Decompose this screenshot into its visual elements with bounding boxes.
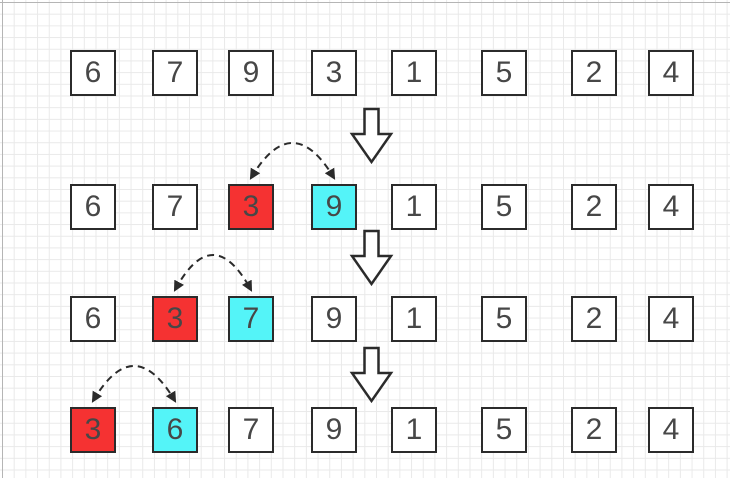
array-box-swap-target[interactable]: 7 (228, 296, 274, 342)
array-box[interactable]: 9 (311, 296, 357, 342)
array-box-value: 1 (405, 413, 423, 446)
array-box-value: 9 (242, 56, 260, 89)
array-box-value: 3 (84, 413, 102, 446)
array-box[interactable]: 5 (481, 50, 527, 96)
array-box[interactable]: 4 (648, 296, 694, 342)
array-box-value: 4 (662, 413, 680, 446)
array-box-swap-source[interactable]: 3 (70, 407, 116, 453)
array-box[interactable]: 2 (571, 184, 617, 230)
array-box-value: 9 (325, 413, 343, 446)
down-block-arrow-icon[interactable] (349, 107, 394, 165)
array-box[interactable]: 1 (391, 296, 437, 342)
array-box[interactable]: 7 (152, 50, 198, 96)
array-box[interactable]: 9 (228, 50, 274, 96)
array-box[interactable]: 6 (70, 296, 116, 342)
array-box[interactable]: 4 (648, 50, 694, 96)
array-box-value: 2 (585, 413, 603, 446)
swap-arc-double-arrow-icon[interactable] (249, 142, 336, 180)
array-box-value: 6 (166, 413, 184, 446)
canvas-page-edge-left (2, 0, 3, 478)
array-box-value: 7 (242, 413, 260, 446)
array-box-swap-source[interactable]: 3 (152, 296, 198, 342)
array-box[interactable]: 6 (70, 50, 116, 96)
array-box-value: 5 (495, 413, 513, 446)
array-box-value: 3 (242, 190, 260, 223)
array-box-value: 2 (585, 56, 603, 89)
array-box-value: 9 (325, 302, 343, 335)
array-box-value: 6 (84, 56, 102, 89)
array-box[interactable]: 2 (571, 407, 617, 453)
array-box-value: 7 (242, 302, 260, 335)
array-box[interactable]: 5 (481, 184, 527, 230)
down-block-arrow-icon[interactable] (349, 229, 394, 287)
array-box[interactable]: 6 (70, 184, 116, 230)
array-box-value: 4 (662, 56, 680, 89)
array-box-value: 7 (166, 190, 184, 223)
array-box[interactable]: 4 (648, 184, 694, 230)
array-box-value: 6 (84, 302, 102, 335)
array-box[interactable]: 5 (481, 296, 527, 342)
down-block-arrow-icon[interactable] (349, 346, 394, 404)
array-box-swap-source[interactable]: 3 (228, 184, 274, 230)
array-box[interactable]: 7 (152, 184, 198, 230)
array-box-swap-target[interactable]: 9 (311, 184, 357, 230)
array-box[interactable]: 4 (648, 407, 694, 453)
array-box[interactable]: 3 (311, 50, 357, 96)
array-box-value: 6 (84, 190, 102, 223)
array-box-value: 2 (585, 302, 603, 335)
array-box[interactable]: 1 (391, 184, 437, 230)
array-box[interactable]: 9 (311, 407, 357, 453)
array-box-value: 3 (166, 302, 184, 335)
array-box-value: 7 (166, 56, 184, 89)
array-box-value: 5 (495, 302, 513, 335)
array-box[interactable]: 7 (228, 407, 274, 453)
array-box-value: 9 (325, 190, 343, 223)
array-box-value: 1 (405, 190, 423, 223)
swap-arc-double-arrow-icon[interactable] (91, 365, 177, 403)
swap-arc-double-arrow-icon[interactable] (173, 254, 253, 292)
array-box-value: 4 (662, 302, 680, 335)
array-box-swap-target[interactable]: 6 (152, 407, 198, 453)
array-box[interactable]: 1 (391, 50, 437, 96)
array-box-value: 3 (325, 56, 343, 89)
canvas-page-edge-top (0, 2, 730, 3)
array-box-value: 1 (405, 56, 423, 89)
array-box-value: 2 (585, 190, 603, 223)
array-box[interactable]: 5 (481, 407, 527, 453)
array-box-value: 5 (495, 190, 513, 223)
array-box[interactable]: 1 (391, 407, 437, 453)
array-box-value: 1 (405, 302, 423, 335)
array-box[interactable]: 2 (571, 296, 617, 342)
array-box-value: 5 (495, 56, 513, 89)
array-box[interactable]: 2 (571, 50, 617, 96)
array-box-value: 4 (662, 190, 680, 223)
